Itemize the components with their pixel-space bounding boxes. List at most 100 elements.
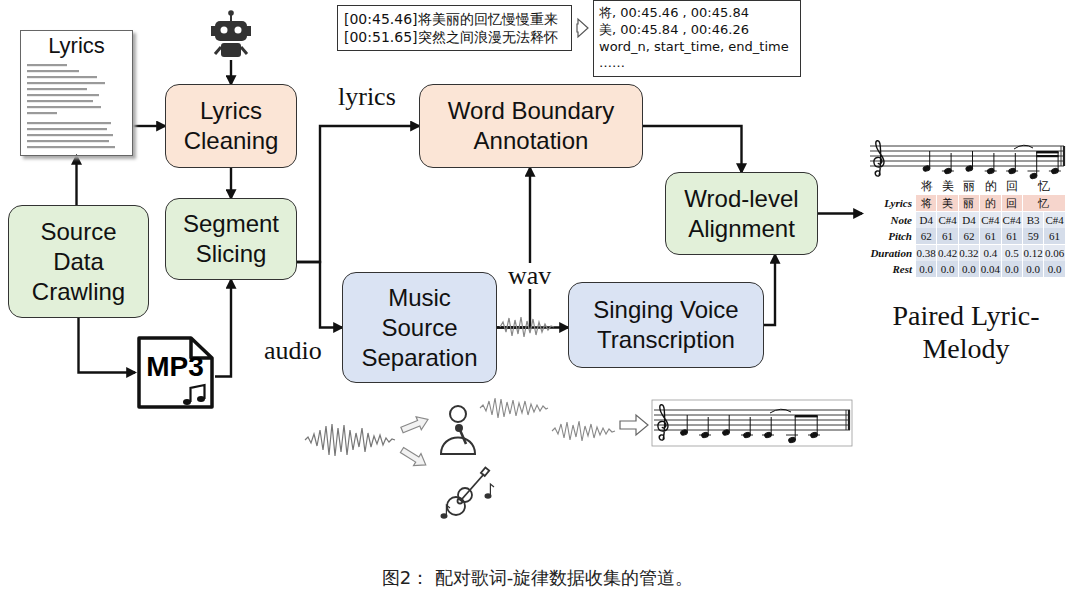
connector bbox=[643, 126, 742, 172]
table-cell: D4 bbox=[959, 212, 979, 228]
node-text: Source Data Crawling bbox=[17, 217, 140, 307]
text-line bbox=[27, 140, 109, 142]
table-cell: C#4 bbox=[1044, 212, 1064, 228]
table-cell: 0.38 bbox=[916, 245, 936, 261]
timestamp-box: 将, 00:45.46 , 00:45.84美, 00:45.84 , 00:4… bbox=[593, 0, 801, 77]
music-note bbox=[446, 505, 450, 516]
text-line bbox=[27, 122, 111, 124]
process-box: Singing Voice Transcription bbox=[568, 282, 764, 368]
text-line bbox=[27, 94, 99, 96]
bar-line bbox=[1061, 146, 1062, 166]
row-header: Pitch bbox=[868, 228, 915, 244]
bar-line bbox=[846, 410, 847, 430]
guitar-neck bbox=[462, 474, 484, 499]
singer-head bbox=[450, 406, 466, 422]
table-cell: 61 bbox=[1044, 228, 1064, 244]
node-text: Singing Voice Transcription bbox=[577, 295, 755, 355]
table-cell: 0.04 bbox=[980, 261, 1000, 277]
hollow-arrow bbox=[398, 444, 429, 471]
row-header: Lyrics bbox=[868, 195, 915, 211]
table-cell: 0.5 bbox=[1002, 245, 1022, 261]
row-header: Rest bbox=[868, 261, 915, 277]
table-cell: 61 bbox=[1002, 228, 1022, 244]
note-stem bbox=[929, 151, 930, 169]
guitar-body bbox=[447, 497, 465, 515]
lyric-char: 忆 bbox=[1023, 179, 1066, 193]
staff-line bbox=[654, 420, 850, 421]
ledger-line bbox=[1028, 171, 1040, 172]
edge-label: lyrics bbox=[336, 84, 398, 110]
connector bbox=[497, 168, 530, 328]
beam bbox=[795, 415, 818, 417]
note-stem bbox=[1058, 152, 1059, 171]
node-text: …… bbox=[599, 55, 795, 72]
process-box: Wrod-level Alignment bbox=[665, 172, 818, 255]
robot-antenna-tip bbox=[228, 10, 234, 16]
block-arrow bbox=[577, 19, 588, 37]
table-cell: 0.4 bbox=[980, 245, 1000, 261]
node-text: 将, 00:45.46 , 00:45.84 bbox=[599, 5, 795, 22]
ledger-line bbox=[786, 435, 798, 436]
staff-line bbox=[654, 415, 850, 416]
connector bbox=[297, 262, 342, 328]
notes bbox=[680, 409, 820, 443]
music-note bbox=[490, 484, 494, 496]
connector bbox=[818, 212, 862, 214]
beam bbox=[1036, 155, 1058, 157]
staff-line bbox=[870, 161, 1064, 162]
staff bbox=[870, 146, 1064, 166]
text-line bbox=[27, 146, 115, 148]
table-cell: 将 bbox=[916, 195, 936, 211]
robot-antenna bbox=[230, 15, 232, 21]
table-cell: C#4 bbox=[1002, 212, 1022, 228]
robot-ear bbox=[247, 26, 251, 36]
table-cell: 0.42 bbox=[937, 245, 957, 261]
file-icon: MP3 bbox=[135, 335, 215, 410]
staff bbox=[654, 410, 850, 430]
lyric-char: 丽 bbox=[959, 179, 980, 193]
robot-body bbox=[221, 43, 241, 57]
lyric-char: 将 bbox=[916, 179, 937, 193]
figure-caption: 图2： 配对歌词-旋律数据收集的管道。 bbox=[0, 566, 1075, 590]
table-cell: 0.0 bbox=[1002, 261, 1022, 277]
robot-arm bbox=[241, 47, 247, 54]
music-score bbox=[870, 141, 1064, 180]
note-stem bbox=[729, 415, 730, 433]
score-frame bbox=[652, 400, 852, 446]
table-cell: 0.0 bbox=[959, 261, 979, 277]
note-stem bbox=[1015, 153, 1016, 171]
microphone-head bbox=[456, 425, 462, 431]
connector bbox=[133, 125, 165, 127]
singer-body bbox=[441, 438, 475, 455]
robot-ear bbox=[211, 26, 215, 36]
lyric-line-box: [00:45.46]将美丽的回忆慢慢重来[00:51.65]突然之间浪漫无法释怀 bbox=[337, 5, 572, 51]
table-cell: D4 bbox=[916, 212, 936, 228]
table-cell: 0.32 bbox=[959, 245, 979, 261]
lyric-char: 的 bbox=[980, 179, 1001, 193]
guitar-icon bbox=[441, 467, 494, 517]
treble-clef bbox=[874, 141, 884, 176]
node-text: [00:51.65]突然之间浪漫无法释怀 bbox=[344, 28, 565, 46]
node-text: Music Source Separation bbox=[351, 283, 488, 373]
slur bbox=[1014, 145, 1033, 149]
document-text-lines bbox=[27, 64, 115, 148]
robot-arm bbox=[215, 47, 221, 54]
note-stem bbox=[750, 417, 751, 435]
robot-icon bbox=[211, 10, 251, 57]
table-cell: 美 bbox=[937, 195, 957, 211]
edge-label: audio bbox=[262, 338, 324, 364]
node-text: Paired Lyric-Melody bbox=[866, 299, 1066, 366]
waveform bbox=[500, 317, 554, 337]
table-cell: 59 bbox=[1023, 228, 1043, 244]
bar-line bbox=[848, 410, 850, 430]
treble-clef bbox=[658, 405, 668, 440]
table-cell: B3 bbox=[1023, 212, 1043, 228]
staff-line bbox=[870, 146, 1064, 147]
table-cell: 的 bbox=[980, 195, 1000, 211]
table-cell: 0.12 bbox=[1023, 245, 1043, 261]
connector bbox=[230, 168, 232, 198]
node-text: Word Boundary Annotation bbox=[428, 96, 634, 156]
node-text: MP3 bbox=[135, 353, 215, 381]
table-cell: 丽 bbox=[959, 195, 979, 211]
